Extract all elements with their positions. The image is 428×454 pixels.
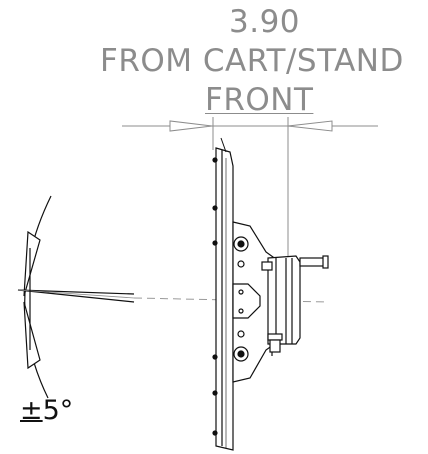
dimension-line xyxy=(122,117,378,262)
mounting-plate xyxy=(212,137,234,451)
dimension-value: 3.90 xyxy=(229,4,301,40)
plus-minus-symbol: ± xyxy=(20,395,43,426)
tilt-angle-value: 5° xyxy=(42,395,74,426)
rear-clamp xyxy=(261,255,329,356)
dimension-reference-label: FROM CART/STAND xyxy=(100,43,404,79)
dimension-reference-front: FRONT xyxy=(205,82,314,118)
tilt-angle-label: ±5° xyxy=(20,397,73,424)
tilt-indicator xyxy=(17,195,135,399)
